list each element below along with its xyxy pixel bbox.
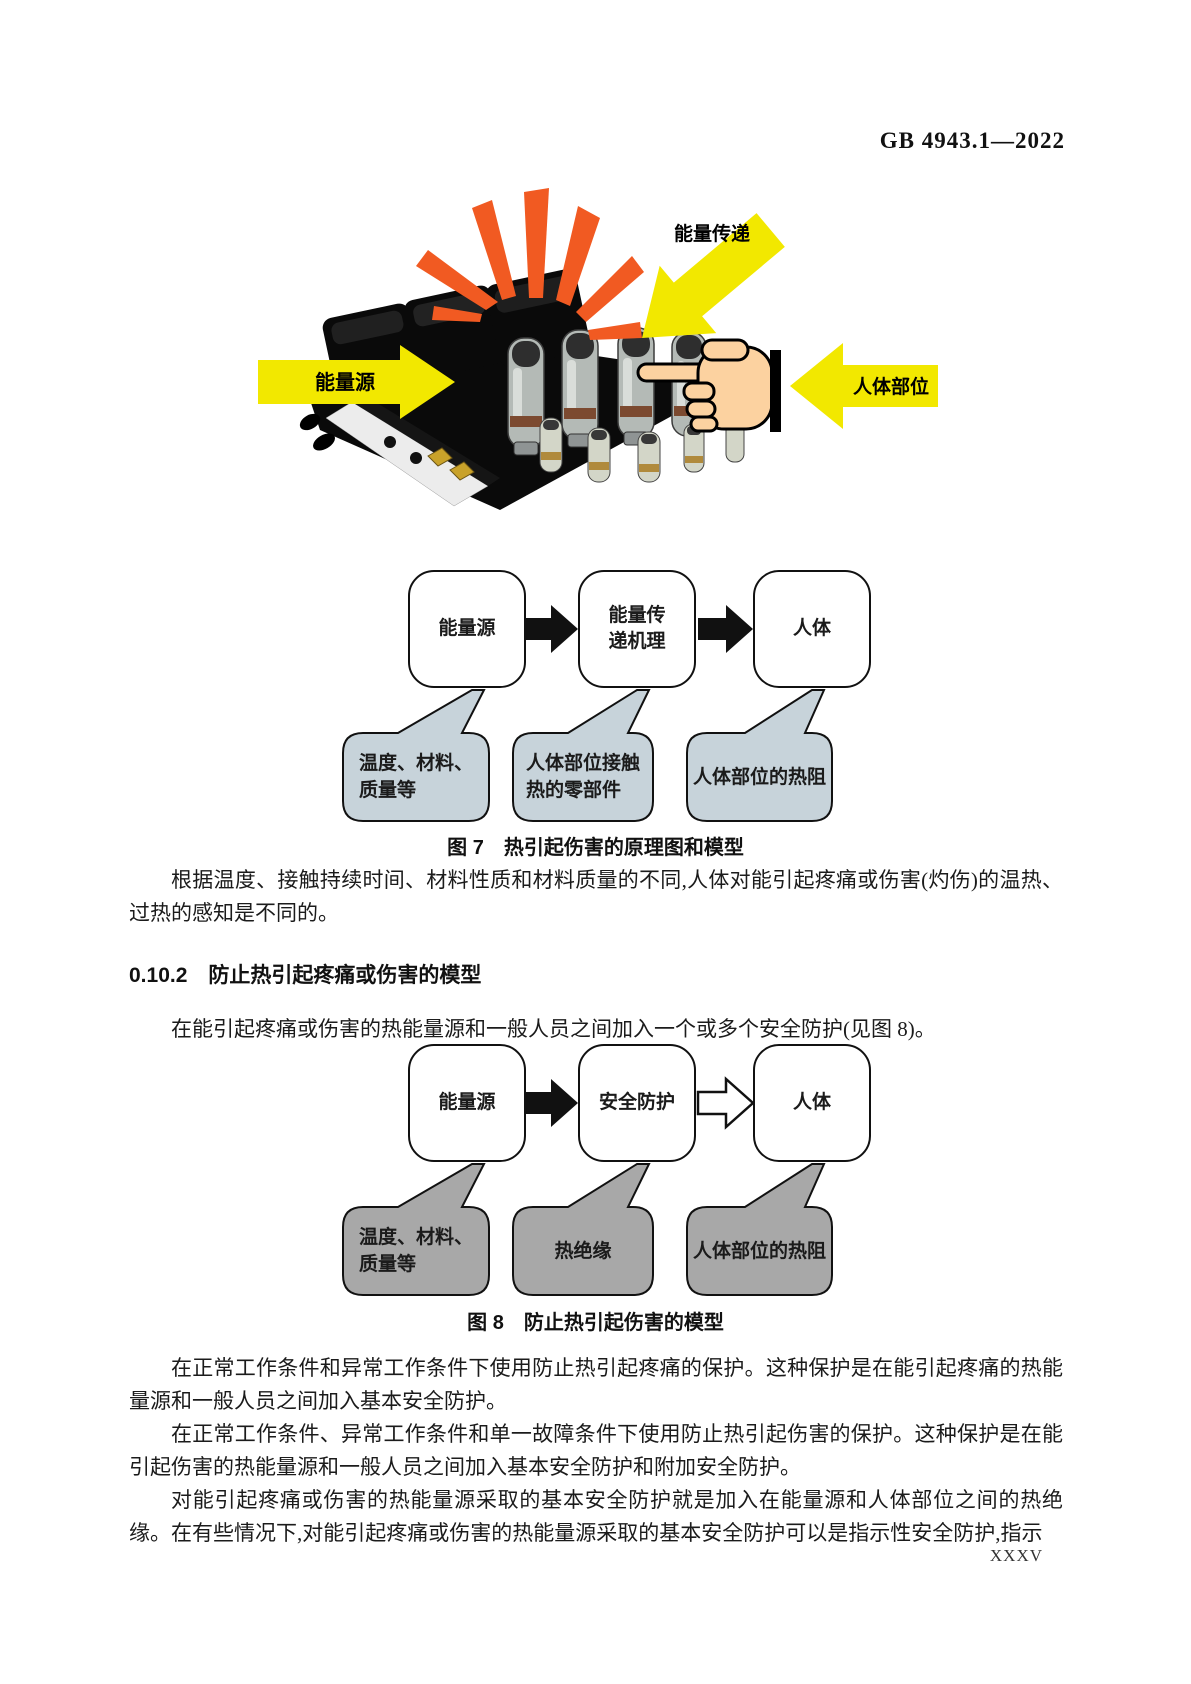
paragraph-text: 根据温度、接触持续时间、材料性质和材料质量的不同,人体对能引起疼痛或伤害(灼伤)… [129,868,1063,925]
callout-bubble [342,1163,490,1296]
figure8-caption: 图 8 防止热引起伤害的模型 [467,1312,724,1334]
callout-bubble [686,1163,833,1296]
amplifier-illustration: 能量源 能量传递 人体部位 [258,188,938,510]
heat-rays-icon [416,188,644,340]
standard-number: GB 4943.1—2022 [879,128,1065,153]
body-part-label: 人体部位 [853,375,929,398]
callout-bubble [342,689,490,822]
flow-box-human-body: 人体 [753,570,871,688]
paragraph: 在能引起疼痛或伤害的热能量源和一般人员之间加入一个或多个安全防护(见图 8)。 [129,1013,1063,1046]
amplifier-front-panel [299,395,500,507]
paragraph-block: 在正常工作条件和异常工作条件下使用防止热引起疼痛的保护。这种保护是在能引起疼痛的… [129,1352,1063,1550]
callout-label: 热绝缘 [554,1240,612,1262]
energy-transfer-arrow-icon [642,213,785,338]
callout-bubble [512,1163,654,1296]
energy-transfer-label: 能量传递 [674,222,750,245]
paragraph-text: 对能引起疼痛或伤害的热能量源采取的基本安全防护就是加入在能量源和人体部位之间的热… [129,1488,1063,1545]
page-number: XXXV [989,1546,1043,1565]
figure7-caption: 图 7 热引起伤害的原理图和模型 [447,837,744,859]
hand-cuff [770,350,781,432]
paragraph-text: 在正常工作条件和异常工作条件下使用防止热引起疼痛的保护。这种保护是在能引起疼痛的… [129,1356,1063,1413]
heat-injury-illustration: 能量源 能量传递 人体部位 [240,180,940,525]
flow-box-safeguard: 安全防护 [578,1044,696,1162]
flow-arrow-solid [523,605,578,653]
energy-source-arrow-icon [258,345,455,419]
callout-label: 人体部位的热阻 [692,1240,826,1262]
flow-arrow-solid [523,1079,578,1127]
paragraph-text: 在能引起疼痛或伤害的热能量源和一般人员之间加入一个或多个安全防护(见图 8)。 [171,1017,936,1041]
callout-bubble [686,689,833,822]
flow-arrow-hollow [696,1076,755,1130]
section-heading-0-10-2: 0.10.2 防止热引起疼痛或伤害的模型 [129,964,482,987]
arrow-group [258,213,938,429]
flow-box-energy-source: 能量源 [408,570,526,688]
flow-box-human-body: 人体 [753,1044,871,1162]
callout-label: 人体部位的热阻 [692,766,826,788]
callout-bubble [512,689,654,822]
flow-box-transfer-mechanism: 能量传 递机理 [578,570,696,688]
callout-label: 温度、材料、 质量等 [358,753,473,801]
flow-arrow-solid [698,605,753,653]
flow-box-energy-source: 能量源 [408,1044,526,1162]
paragraph-text: 在正常工作条件、异常工作条件和单一故障条件下使用防止热引起伤害的保护。这种保护是… [129,1422,1063,1479]
callout-label: 人体部位接触 热的零部件 [525,753,640,801]
paragraph: 根据温度、接触持续时间、材料性质和材料质量的不同,人体对能引起疼痛或伤害(灼伤)… [129,864,1063,930]
energy-source-label: 能量源 [315,370,375,394]
body-part-arrow-icon [790,343,938,429]
figure7-connectors [342,605,833,822]
figure8-connectors [342,1076,833,1296]
callout-label: 温度、材料、 质量等 [358,1227,473,1275]
